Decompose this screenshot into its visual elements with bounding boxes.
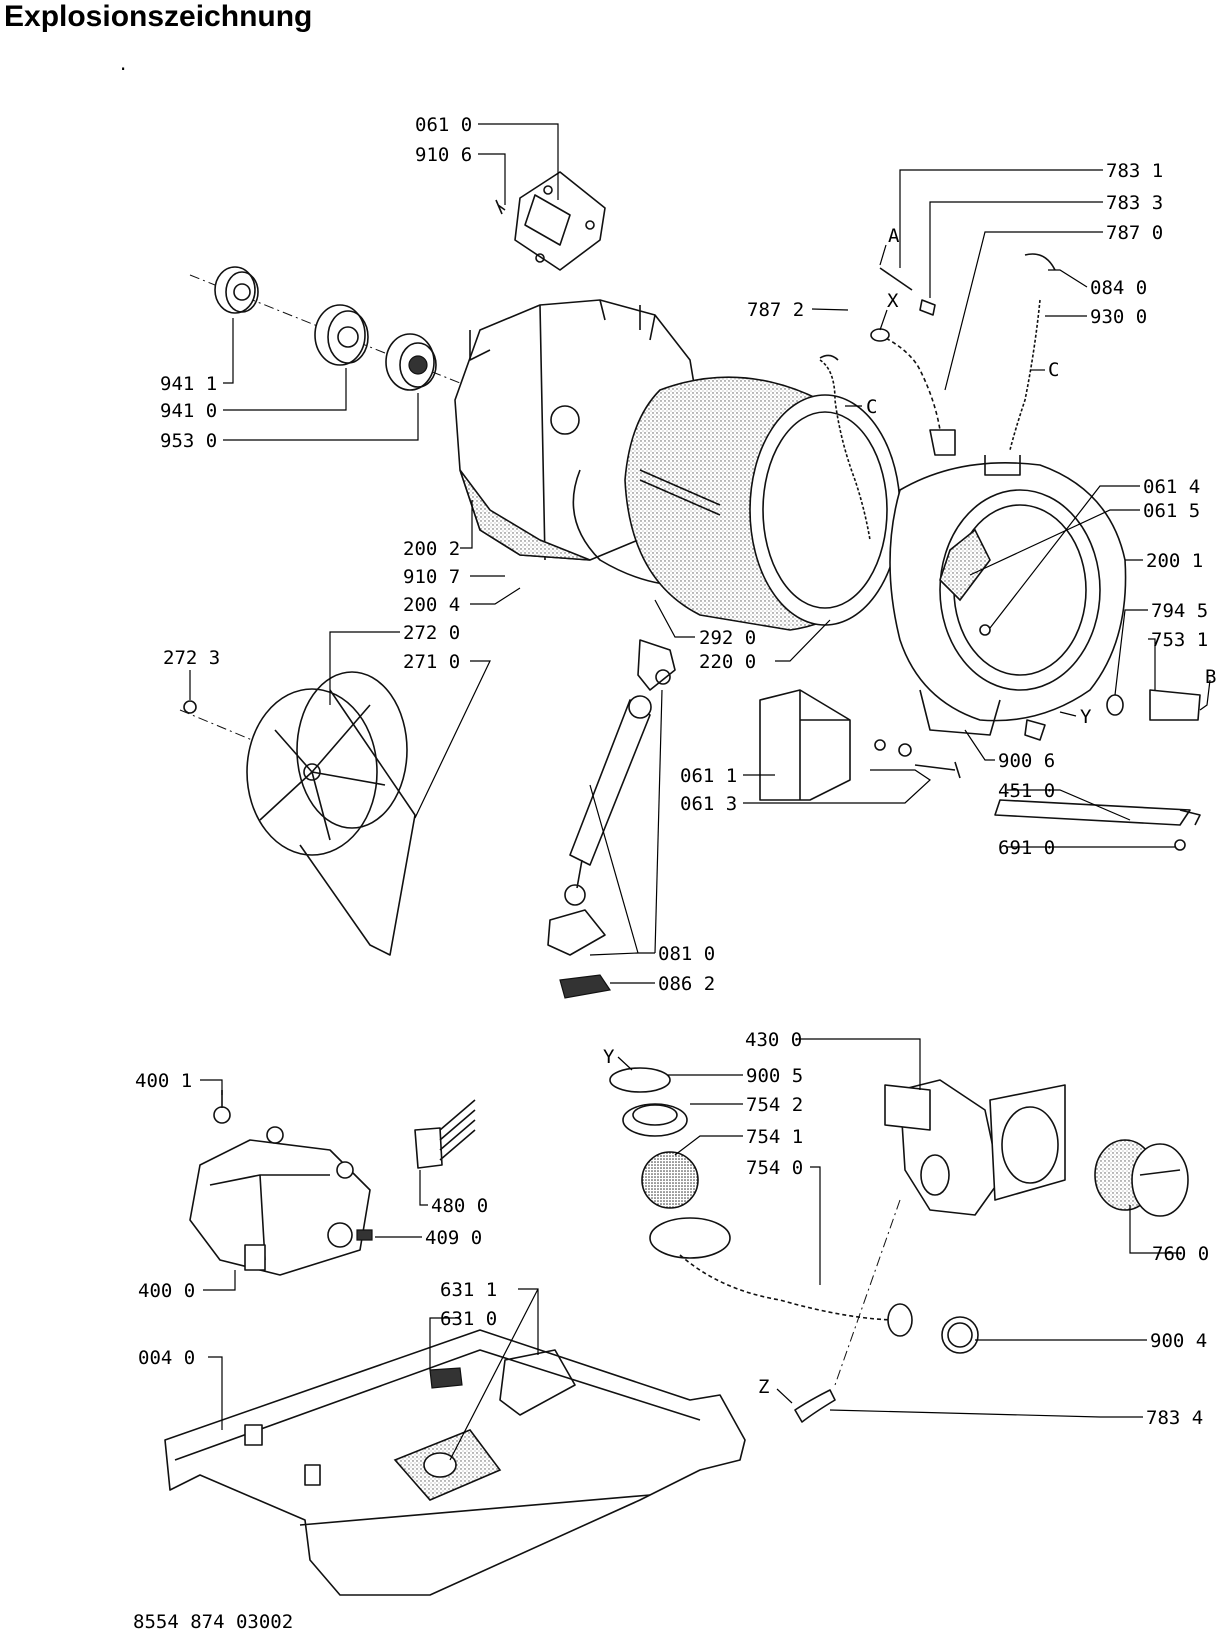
callout-0615: 061 5 [1143,500,1200,522]
marker-c-left: C [866,396,877,418]
rod-part [879,267,936,316]
footer-code: 8554 874 03002 [133,1611,293,1633]
callout-6311: 631 1 [440,1279,497,1301]
callout-2710: 271 0 [403,651,460,673]
callout-9005: 900 5 [746,1065,803,1087]
control-module-part [495,171,606,271]
callout-7531: 753 1 [1151,629,1208,651]
callout-9530: 953 0 [160,430,217,452]
callout-0614: 061 4 [1143,476,1200,498]
callout-0840: 084 0 [1090,277,1147,299]
drum-part [624,376,901,631]
callout-4800: 480 0 [431,1195,488,1217]
callout-9006: 900 6 [998,750,1055,772]
callout-7833: 783 3 [1106,192,1163,214]
pulley-part [179,671,416,956]
callout-7540: 754 0 [746,1157,803,1179]
callout-9300: 930 0 [1090,306,1147,328]
callout-6910: 691 0 [998,837,1055,859]
filter-part [1094,1139,1189,1217]
counterweight-part [759,689,961,801]
callout-2004: 200 4 [403,594,460,616]
callout-4001: 400 1 [135,1070,192,1092]
callout-2720: 272 0 [403,622,460,644]
heater-part [994,689,1201,851]
spring-hose-right-part [1009,253,1056,451]
marker-z: Z [758,1376,769,1398]
hose-x-part [870,328,956,456]
callout-7870: 787 0 [1106,222,1163,244]
callout-4090: 409 0 [425,1227,482,1249]
bearings-part [189,266,466,391]
callout-2002: 200 2 [403,538,460,560]
callout-0040: 004 0 [138,1347,195,1369]
callout-2001: 200 1 [1146,550,1203,572]
callout-4300: 430 0 [745,1029,802,1051]
motor-part [189,1090,373,1276]
letter-markers: A X C C B Y Y Z [603,225,1216,1398]
callout-7945: 794 5 [1151,600,1208,622]
shock-absorber-part [547,639,676,999]
base-plate-part [164,1329,746,1596]
marker-b: B [1205,666,1216,688]
callout-2920: 292 0 [699,627,756,649]
callout-9107: 910 7 [403,566,460,588]
drain-pump-part [834,1079,1066,1386]
callout-labels: 061 0 910 6 783 1 783 3 787 0 084 0 930 … [135,114,1209,1429]
callout-0610: 061 0 [415,114,472,136]
marker-y-top: Y [1080,706,1092,728]
marker-c-right: C [1048,359,1059,381]
marker-y-bottom: Y [603,1046,615,1068]
callout-9106: 910 6 [415,144,472,166]
callout-7834: 783 4 [1146,1407,1203,1429]
front-tub-part [889,455,1127,736]
callout-6310: 631 0 [440,1308,497,1330]
callout-9004: 900 4 [1150,1330,1207,1352]
sump-hose-part [609,1067,979,1423]
callout-7541: 754 1 [746,1126,803,1148]
callout-7831: 783 1 [1106,160,1163,182]
callout-7600: 760 0 [1152,1243,1209,1265]
callout-7872: 787 2 [747,299,804,321]
spring-hose-left-part [819,354,871,541]
callout-4000: 400 0 [138,1280,195,1302]
callout-2723: 272 3 [163,647,220,669]
dot-mark: . [118,55,128,75]
callout-2200: 220 0 [699,651,756,673]
callout-0810: 081 0 [658,943,715,965]
marker-a: A [888,225,900,247]
callout-4510: 451 0 [998,780,1055,802]
marker-x: X [887,290,899,312]
callout-9411: 941 1 [160,373,217,395]
callout-0613: 061 3 [680,793,737,815]
callout-9410: 941 0 [160,400,217,422]
leader-lines [189,123,1211,1461]
callout-0611: 061 1 [680,765,737,787]
callout-7542: 754 2 [746,1094,803,1116]
connector-part [414,1099,476,1169]
callout-0862: 086 2 [658,973,715,995]
page-title: Explosionszeichnung [4,0,313,33]
